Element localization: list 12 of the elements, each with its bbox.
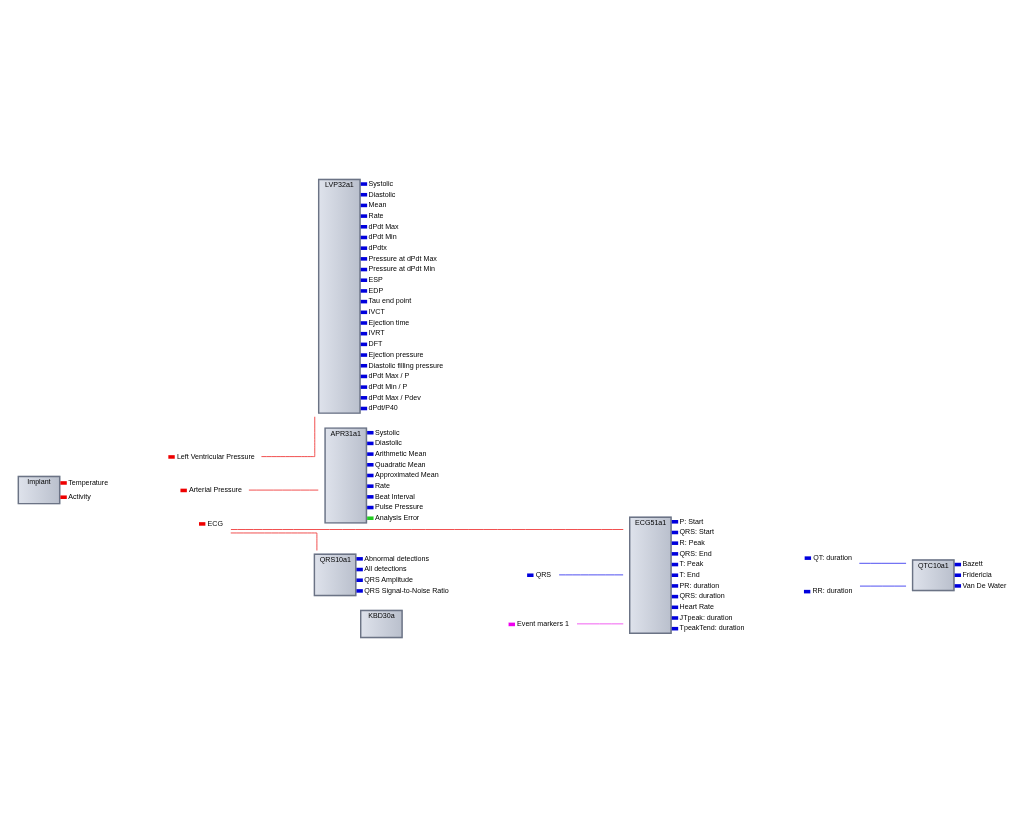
node-box (804, 555, 811, 560)
connector (576, 622, 624, 624)
node-box (508, 622, 515, 626)
node-box (179, 488, 187, 492)
connector (858, 562, 906, 564)
connector (230, 528, 624, 530)
node-box (167, 454, 175, 459)
connector (229, 532, 317, 551)
connector (260, 415, 315, 457)
node-box (803, 589, 810, 593)
node-box (526, 572, 533, 577)
node-box (198, 521, 205, 526)
